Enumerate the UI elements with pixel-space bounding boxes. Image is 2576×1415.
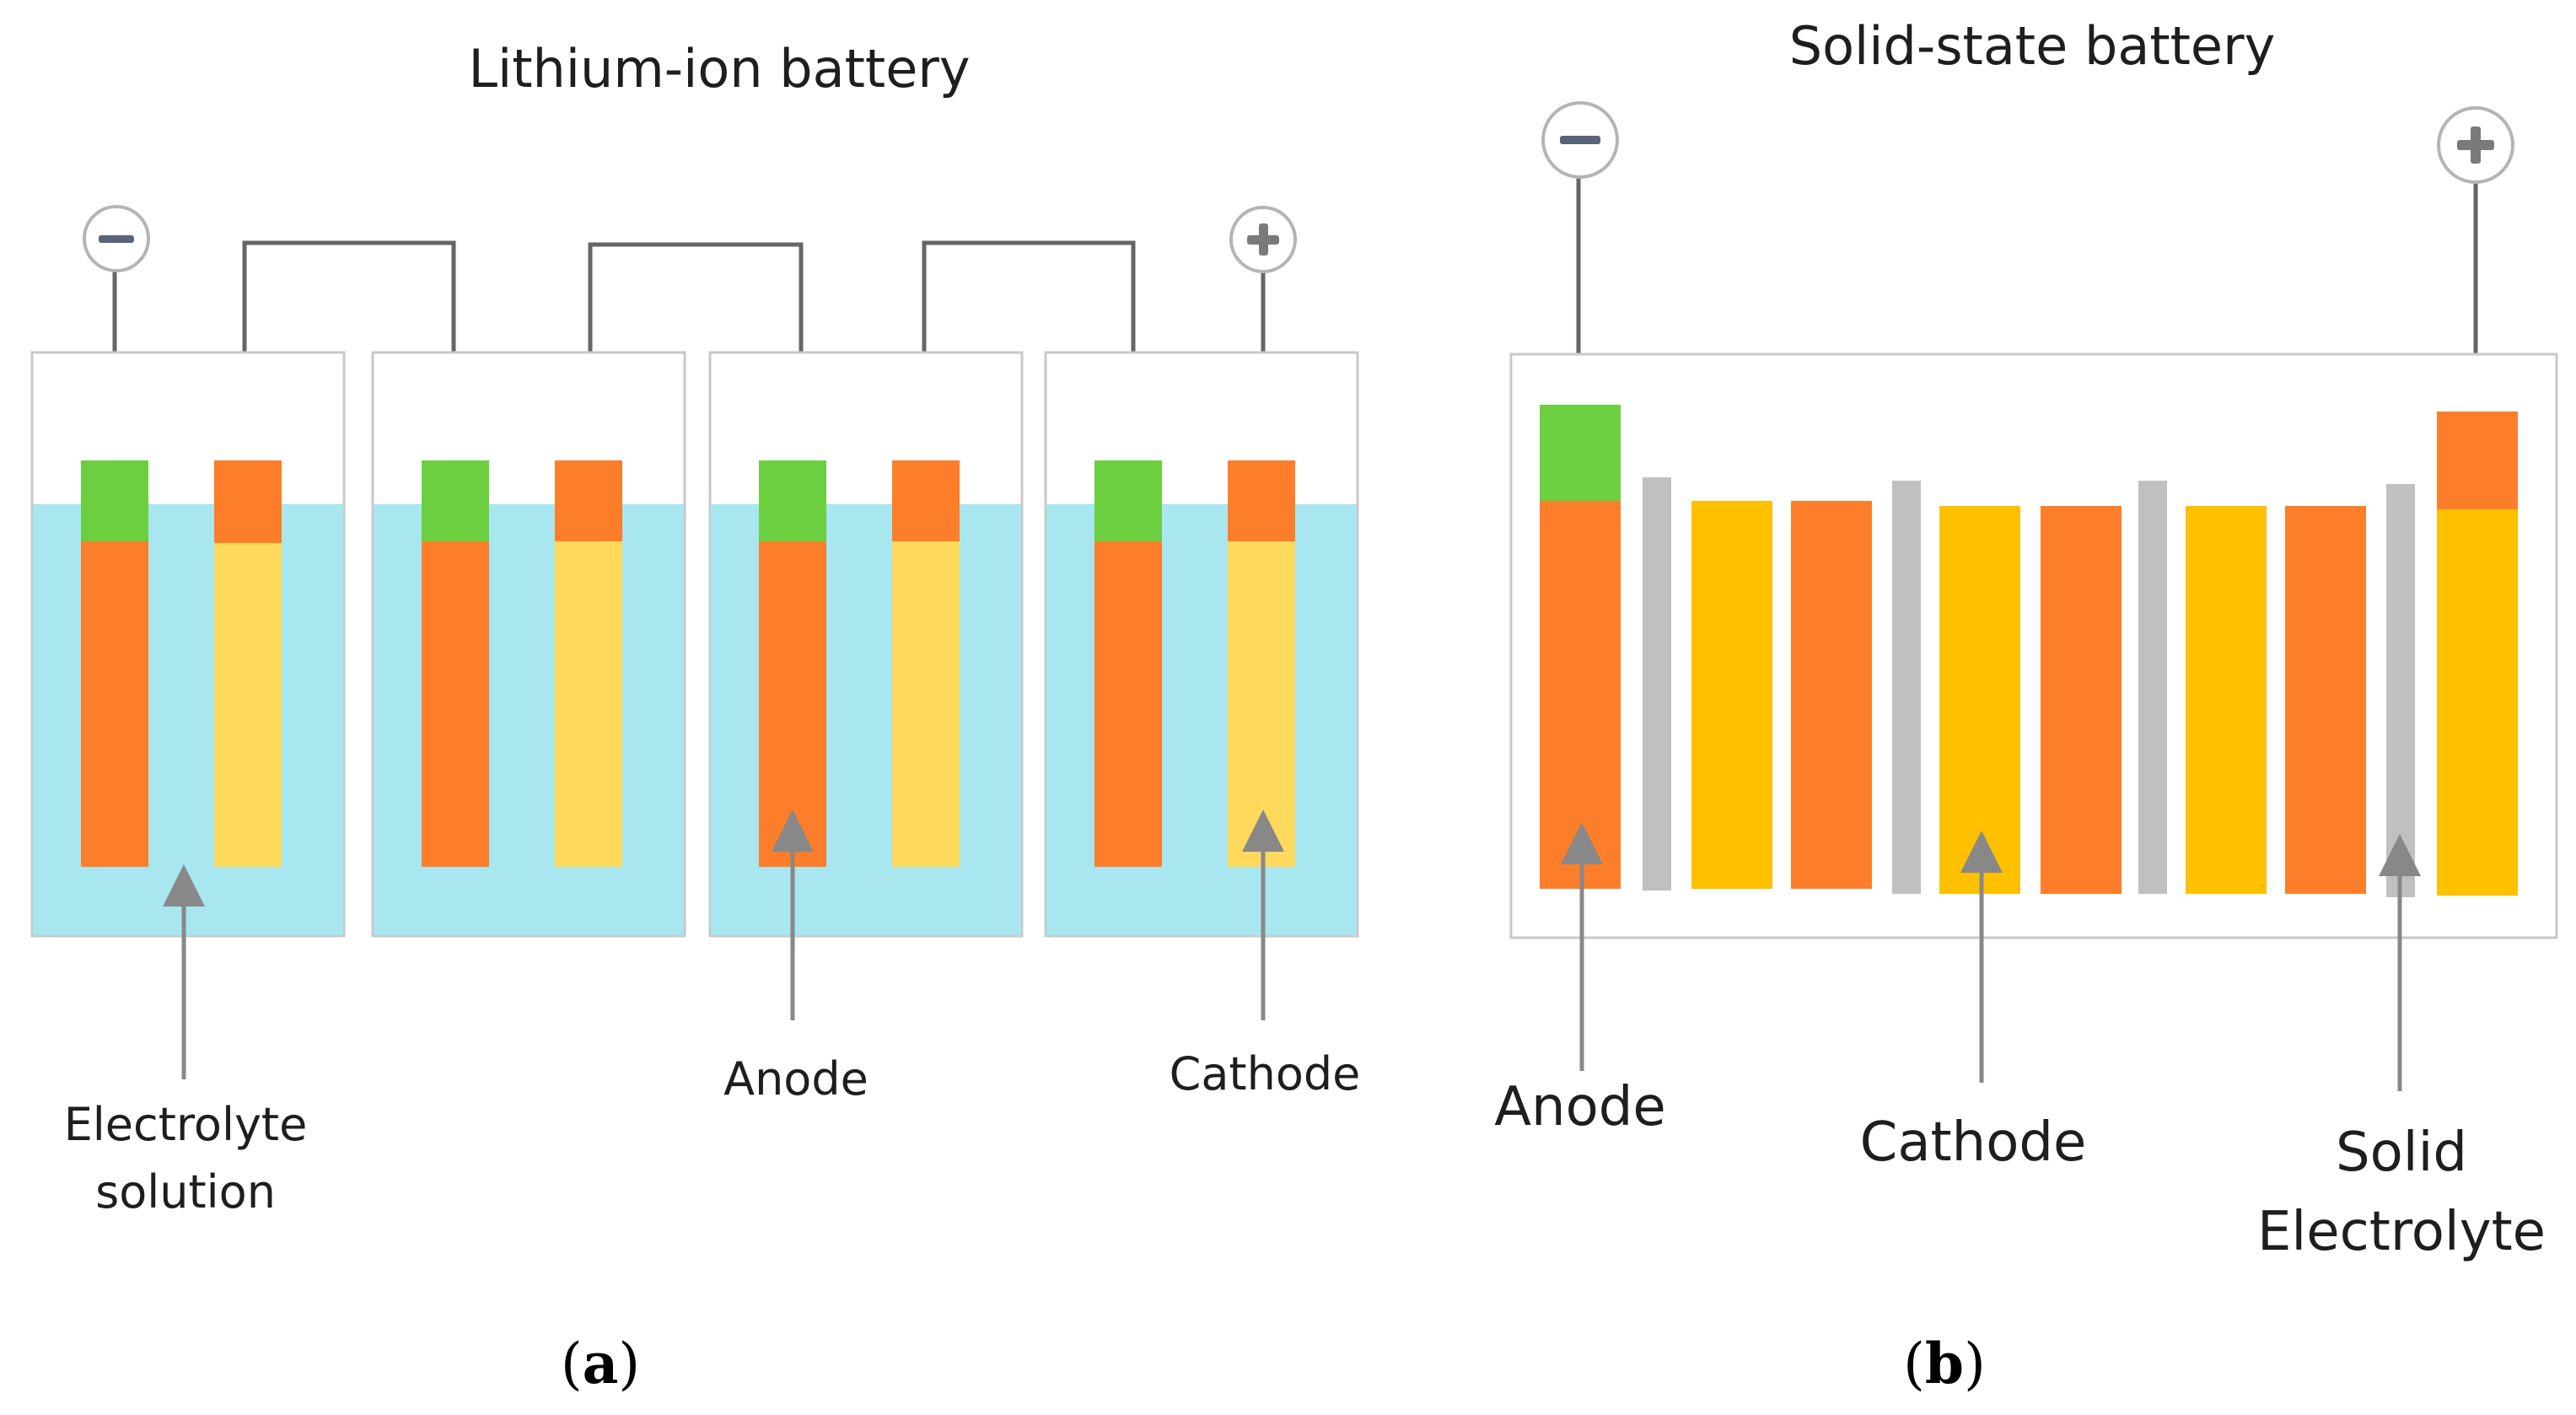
anode (81, 541, 148, 867)
cathode (555, 541, 622, 867)
plus-circle-icon (2437, 106, 2514, 184)
anode-label: Anode (723, 1052, 869, 1106)
cell-4 (1044, 351, 1359, 938)
anode-label: Anode (1494, 1076, 1666, 1138)
solid-electrolyte-layer (2386, 484, 2415, 897)
anode (759, 541, 826, 867)
cathode (2437, 509, 2518, 896)
electrolyte-solution (374, 504, 684, 935)
cell-2 (371, 351, 686, 938)
panel-b-solid-state: Solid-state battery (1494, 15, 2558, 1396)
anode-tab (81, 460, 148, 541)
cathode-layer (2186, 506, 2267, 894)
anode-tab (1540, 405, 1621, 501)
electrolyte-solution (711, 504, 1021, 935)
anode (1094, 541, 1162, 867)
anode-tab (422, 460, 489, 541)
anode-tab (1094, 460, 1162, 541)
cathode (892, 541, 960, 867)
cathode-tab (892, 460, 960, 541)
panel-a-lithium-ion: Lithium-ion battery (30, 38, 1361, 1396)
minus-circle-icon (83, 205, 150, 272)
cell-3 (708, 351, 1024, 938)
anode (1540, 501, 1621, 889)
panel-a-caption: (a) (561, 1331, 640, 1396)
solid-electrolyte-layer (1643, 477, 1671, 890)
anode-tab (759, 460, 826, 541)
solid-electrolyte-layer (2138, 481, 2167, 894)
cathode-label: Cathode (1860, 1111, 2087, 1174)
solid-electrolyte-label-line2: Electrolyte (2257, 1201, 2546, 1263)
anode-layer (2041, 506, 2122, 894)
cathode-tab (2437, 412, 2518, 509)
caption-letter: b (1925, 1331, 1964, 1396)
cathode-tab (1228, 460, 1295, 541)
anode (422, 541, 489, 867)
cathode-layer (1691, 501, 1772, 889)
minus-circle-icon (1541, 101, 1619, 179)
cathode (214, 543, 282, 867)
caption-letter: a (583, 1331, 619, 1396)
cathode-tab (214, 460, 282, 543)
electrolyte-solution (33, 504, 343, 935)
anode-layer (2285, 506, 2366, 894)
electrolyte-solution (1046, 504, 1357, 935)
cathode-tab (555, 460, 622, 541)
cathode-label: Cathode (1170, 1047, 1361, 1100)
cathode (1228, 541, 1295, 867)
cathode-layer (1939, 506, 2020, 894)
electrolyte-label-line1: Electrolyte (64, 1098, 308, 1151)
cell-1 (30, 351, 346, 938)
panel-a-title: Lithium-ion battery (468, 38, 970, 100)
plus-circle-icon (1229, 206, 1297, 273)
electrolyte-label-line2: solution (95, 1165, 276, 1219)
panel-b-caption: (b) (1903, 1331, 1986, 1396)
pointer-arrows (163, 810, 1284, 1079)
anode-layer (1791, 501, 1872, 889)
solid-electrolyte-label-line1: Solid (2336, 1122, 2467, 1184)
panel-b-title: Solid-state battery (1789, 15, 2276, 77)
solid-electrolyte-layer (1892, 481, 1921, 894)
